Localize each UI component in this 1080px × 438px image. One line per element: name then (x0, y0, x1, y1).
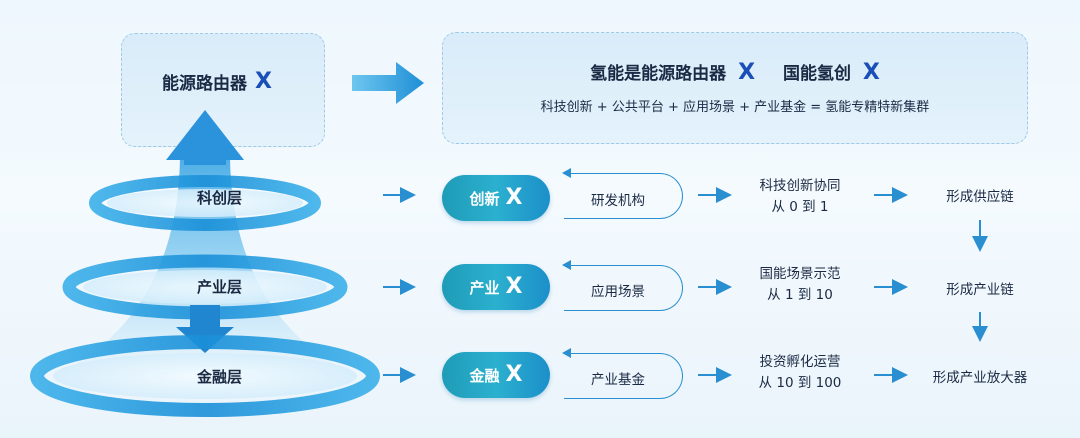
pill-label: 金融 (469, 366, 500, 385)
x-logo-icon: X (505, 185, 523, 210)
x-logo-icon: X (738, 60, 756, 85)
conclusion-title-b: 国能氢创 (782, 64, 851, 84)
conclusion-title-a: 氢能是能源路由器 (590, 64, 727, 84)
x-logo-icon: X (255, 68, 272, 94)
bracket-outline (564, 353, 683, 399)
energy-router-title: 能源路由器 X (162, 69, 272, 94)
middle-line2: 从 1 到 10 (767, 287, 833, 303)
bracket-outline (564, 173, 683, 219)
pill-label: 产业 (469, 278, 500, 297)
middle-text-finance: 投资孵化运营 从 10 到 100 (730, 352, 870, 394)
layer-label-tech: 科创层 (197, 189, 243, 207)
x-logo-icon: X (505, 274, 523, 299)
funnel-graphic (30, 110, 380, 417)
big-right-arrow-icon (352, 62, 424, 104)
energy-router-label: 能源路由器 (162, 74, 247, 94)
middle-text-tech: 科技创新协同 从 0 到 1 (730, 176, 870, 218)
outcome-supply-chain: 形成供应链 (946, 189, 1014, 205)
pill-industry: 产业 X (442, 264, 550, 310)
bracket-label-rd: 研发机构 (591, 193, 645, 209)
bracket-outline (564, 265, 683, 311)
middle-line2: 从 0 到 1 (771, 199, 829, 215)
conclusion-box: 氢能是能源路由器 X 国能氢创 X 科技创新 + 公共平台 + 应用场景 + 产… (442, 32, 1028, 144)
energy-router-box: 能源路由器 X (121, 33, 325, 147)
middle-text-industry: 国能场景示范 从 1 到 10 (730, 264, 870, 306)
middle-line1: 国能场景示范 (759, 266, 841, 282)
outcome-industry-amplifier: 形成产业放大器 (932, 370, 1028, 386)
middle-line1: 投资孵化运营 (759, 354, 841, 370)
x-logo-icon: X (862, 60, 880, 85)
bracket-label-scenario: 应用场景 (591, 284, 645, 300)
middle-line2: 从 10 到 100 (758, 375, 842, 391)
x-logo-icon: X (505, 362, 523, 387)
pill-innovation: 创新 X (442, 175, 550, 221)
pill-finance: 金融 X (442, 352, 550, 398)
conclusion-formula: 科技创新 + 公共平台 + 应用场景 + 产业基金 = 氢能专精特新集群 (540, 100, 930, 115)
conclusion-title: 氢能是能源路由器 X 国能氢创 X (443, 59, 1027, 85)
outcome-industry-chain: 形成产业链 (946, 282, 1014, 298)
layer-label-finance: 金融层 (197, 368, 243, 386)
bracket-label-fund: 产业基金 (591, 372, 645, 388)
pill-label: 创新 (469, 189, 500, 208)
middle-line1: 科技创新协同 (759, 178, 841, 194)
layer-label-industry: 产业层 (197, 278, 243, 296)
